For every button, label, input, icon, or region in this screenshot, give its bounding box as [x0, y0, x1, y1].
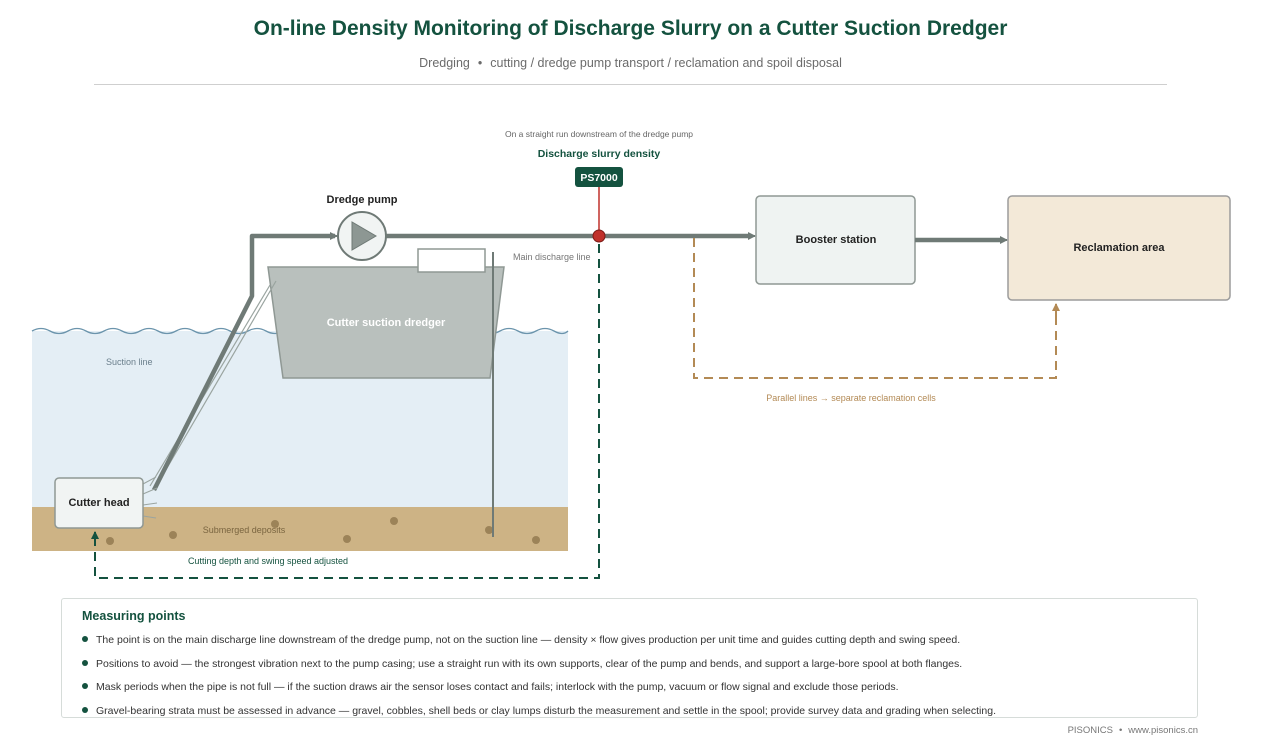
sensor-point — [592, 229, 606, 243]
measuring-points-panel: Measuring points The point is on the mai… — [61, 598, 1198, 718]
list-item-text: Positions to avoid — the strongest vibra… — [96, 657, 963, 670]
measuring-points-title: Measuring points — [82, 609, 186, 623]
footer-separator: • — [1118, 725, 1123, 736]
cutter-head-label: Cutter head — [68, 497, 129, 509]
bullet-icon — [82, 706, 88, 713]
footer: PISONICS • www.pisonics.cn — [1068, 725, 1198, 736]
measuring-points-list: The point is on the main discharge line … — [82, 633, 996, 727]
cutter-teeth — [142, 476, 158, 519]
sediment-pebbles — [106, 517, 540, 545]
dredge-pump-label: Dredge pump — [327, 194, 398, 206]
list-item: The point is on the main discharge line … — [82, 633, 996, 657]
bullet-icon — [82, 683, 88, 690]
list-item-text: Gravel-bearing strata must be assessed i… — [96, 704, 996, 717]
ladder-cable-1 — [149, 284, 271, 487]
bullet-icon — [82, 636, 88, 643]
reclamation-area — [1007, 195, 1231, 301]
submerged-deposits-label: Submerged deposits — [203, 525, 286, 535]
dredger-label: Cutter suction dredger — [327, 317, 446, 329]
pump-triangle-icon — [351, 221, 377, 251]
reclamation-area-label: Reclamation area — [1073, 242, 1165, 254]
list-item: Positions to avoid — the strongest vibra… — [82, 657, 996, 681]
ladder-cable-2 — [159, 280, 277, 481]
measurement-note: On a straight run downstream of the dred… — [505, 129, 693, 139]
booster-station-label: Booster station — [796, 234, 877, 246]
main-discharge-label: Main discharge line — [513, 252, 591, 262]
header-divider — [94, 84, 1167, 85]
suction-line-label: Suction line — [106, 357, 153, 367]
subtitle-part-2: cutting / dredge pump transport / reclam… — [490, 56, 842, 70]
list-item: Gravel-bearing strata must be assessed i… — [82, 704, 996, 728]
footer-brand: PISONICS — [1067, 725, 1113, 736]
cutter-head — [54, 477, 144, 529]
parallel-line — [693, 238, 1057, 379]
sensor-tag: PS7000 — [580, 172, 618, 184]
dredger-cabin — [417, 248, 486, 273]
sensor-tag-badge — [575, 167, 623, 187]
list-item-text: Mask periods when the pipe is not full —… — [96, 681, 899, 693]
suction-line — [151, 233, 335, 492]
process-diagram: Submerged deposits Cutter suction dredge… — [31, 129, 1231, 579]
feedback-loop — [94, 244, 600, 579]
list-item-text: The point is on the main discharge line … — [96, 634, 961, 646]
bullet-icon — [82, 659, 88, 666]
parallel-lines-label: Parallel lines → separate reclamation ce… — [766, 393, 936, 403]
page-subtitle: Dredging • cutting / dredge pump transport… — [0, 56, 1261, 70]
list-item: Mask periods when the pipe is not full —… — [82, 680, 996, 704]
measurement-title: Discharge slurry density — [538, 148, 661, 160]
page-title: On-line Density Monitoring of Discharge … — [253, 17, 1008, 40]
subtitle-separator: • — [477, 56, 483, 70]
subtitle-part-1: Dredging — [419, 56, 470, 70]
footer-url: www.pisonics.cn — [1128, 725, 1198, 736]
feedback-label: Cutting depth and swing speed adjusted — [188, 556, 348, 566]
